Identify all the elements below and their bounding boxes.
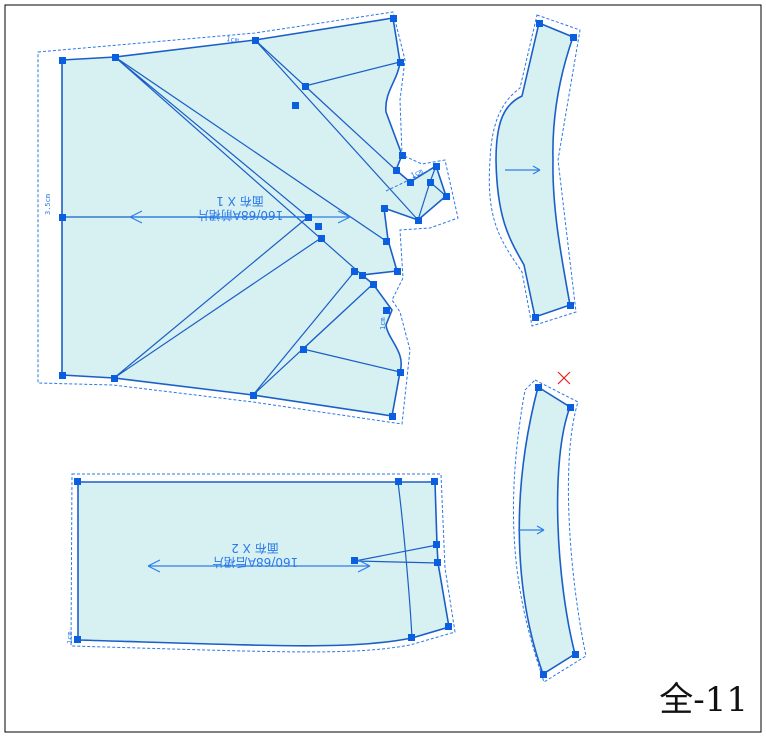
sheet-label: 全-11: [659, 680, 748, 720]
front-nodes: [59, 15, 450, 420]
front-waistband-piece[interactable]: [488, 14, 581, 327]
front-waistband-nodes: [532, 20, 577, 321]
front-piece-cut: 面布 X 1: [216, 194, 264, 208]
back-skirt-piece[interactable]: 160/68A后裙片 面布 X 2 1cm: [66, 473, 456, 653]
front-dim-left: 3.5cm: [44, 194, 52, 215]
front-waistband-grainline: [505, 165, 541, 175]
back-piece-cut: 面布 X 2: [231, 541, 279, 555]
front-grainline: [129, 210, 351, 224]
back-waistband-grainline: [518, 525, 545, 535]
back-dim-left: 1cm: [66, 631, 74, 644]
back-piece-name: 160/68A后裙片: [212, 555, 298, 569]
back-waistband-nodes: [535, 384, 579, 678]
front-dim-top: 1cm: [226, 35, 240, 45]
back-grainline: [147, 559, 371, 573]
cross-marker-icon: [557, 371, 571, 385]
back-waistband-piece[interactable]: [512, 371, 587, 683]
back-nodes: [74, 478, 452, 643]
front-skirt-piece[interactable]: 160/68A前裙片 面布 X 1 3.5cm 1cm 1cm 1cm: [37, 11, 459, 425]
drawing-frame: [4, 4, 762, 733]
front-piece-name: 160/68A前裙片: [197, 208, 283, 223]
front-dim-side: 1cm: [379, 317, 387, 330]
